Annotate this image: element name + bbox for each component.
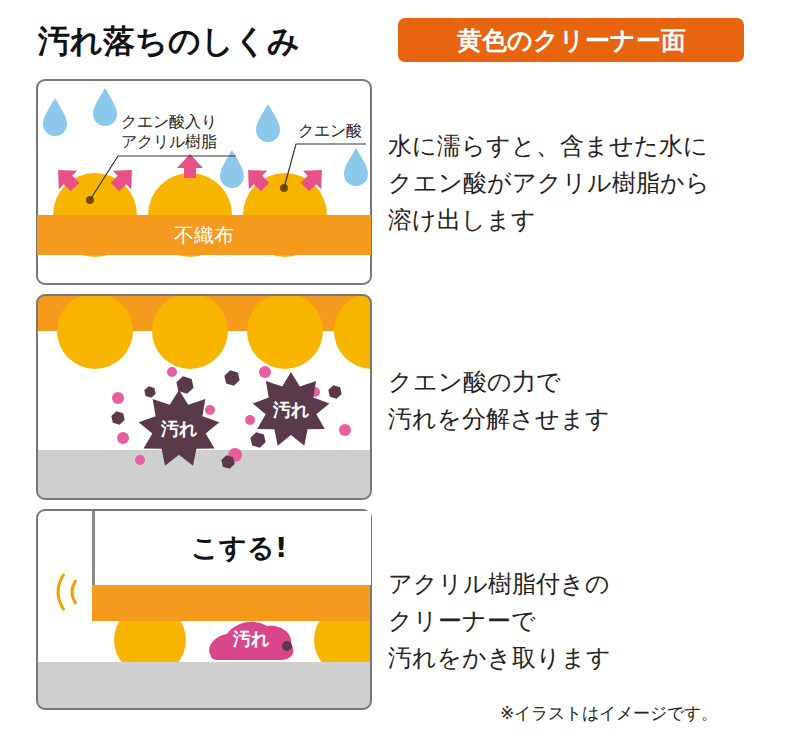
fabric-band: 不織布 — [37, 215, 371, 255]
node-text: 黄色のクリーナー面 — [457, 24, 686, 57]
illustration-part — [344, 148, 368, 186]
illustration-part — [245, 415, 255, 425]
illustration-part — [221, 455, 234, 469]
illustration-part — [111, 411, 124, 425]
illustration-part — [111, 366, 351, 469]
illustration-part — [334, 295, 371, 369]
callout-label: クエン酸 — [298, 121, 362, 141]
dirt-star: 汚れ — [138, 390, 220, 468]
step-text: アクリル樹脂付きの クリーナーで 汚れをかき取ります — [388, 566, 615, 678]
illustration-part — [93, 88, 117, 126]
star-outline — [139, 390, 220, 466]
dirt-blob: 汚れ — [205, 616, 297, 662]
star-outline — [253, 372, 330, 446]
illustration-part — [117, 432, 129, 444]
illustration-part — [247, 295, 323, 369]
illustration-part — [205, 405, 215, 415]
illustration-part — [224, 370, 239, 386]
illustration-part — [256, 104, 280, 142]
illustration-part — [296, 161, 331, 196]
illustration-part — [339, 424, 351, 436]
illustration-part — [49, 154, 331, 196]
step-text: クエン酸の力で 汚れを分解させます — [388, 364, 614, 438]
illustration-part — [284, 144, 366, 188]
callout-label: クエン酸入り アクリル樹脂 — [121, 112, 239, 152]
illustration-part — [167, 367, 177, 377]
illustration-part — [177, 154, 203, 178]
illustration-part — [37, 585, 371, 709]
step-text: 水に濡らすと、含ませた水に クエン酸がアクリル樹脂から 溶け出します — [388, 128, 714, 240]
illustration-part — [37, 662, 371, 709]
illustration-part — [328, 385, 341, 399]
illustration-part — [239, 161, 274, 196]
illustration-part — [37, 450, 371, 499]
illustration-part — [135, 455, 145, 465]
illustration-part — [250, 432, 265, 448]
node-text: こする! — [191, 530, 287, 566]
node-text: 不織布 — [174, 222, 234, 249]
illustration-part — [90, 156, 236, 200]
blob-outline — [209, 622, 293, 660]
illustration-part — [49, 161, 84, 196]
illustration-part — [259, 366, 271, 378]
dirt-star: 汚れ — [252, 372, 330, 448]
illustration-part — [37, 295, 371, 499]
illustration-part — [72, 580, 76, 604]
illustration-part — [144, 386, 155, 398]
node-text: 汚れ — [161, 417, 197, 441]
illustration-part — [37, 295, 371, 499]
illustration-part — [92, 585, 371, 621]
illustration-part — [152, 295, 228, 369]
title: 汚れ落ちのしくみ — [38, 20, 300, 64]
illustration-part — [58, 574, 64, 610]
illustration-part — [43, 98, 67, 136]
debris — [282, 641, 292, 651]
rub-box: こする! — [92, 511, 371, 585]
note: ※イラストはイメージです。 — [500, 703, 718, 724]
illustration-part — [57, 295, 133, 369]
heading-tag: 黄色のクリーナー面 — [398, 18, 744, 62]
node-text: 汚れ — [233, 627, 269, 651]
node-text: 汚れ — [273, 398, 309, 422]
illustration-part — [112, 392, 124, 404]
illustration-part — [37, 80, 371, 284]
illustration-part — [37, 510, 371, 709]
